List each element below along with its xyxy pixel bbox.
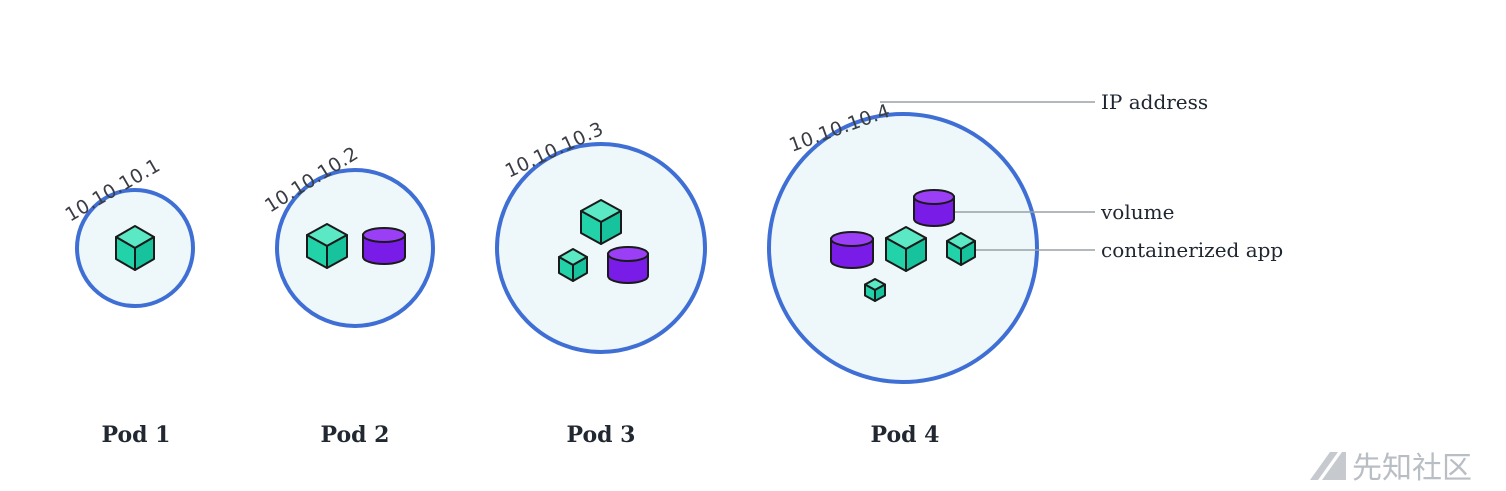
pod-3-circle [495, 142, 707, 354]
pod-4: 10.10.10.4 Pod 4 [767, 100, 1039, 448]
pod-4-volume-cylinder-icon-2 [830, 231, 874, 269]
pod-4-small-app-cube-icon [946, 232, 976, 266]
pod-3-small-app-cube-icon [558, 248, 588, 282]
pod-2: 10.10.10.2 Pod 2 [261, 143, 435, 448]
pod-2-app-cube-icon [306, 223, 348, 269]
legend-containerized-app: containerized app [1101, 238, 1283, 262]
pod-4-app-cube-icon [885, 226, 927, 272]
pod-4-label: Pod 4 [871, 422, 940, 448]
legend-ip-address: IP address [1101, 90, 1208, 114]
pod-2-volume-cylinder-icon [362, 227, 406, 265]
pod-1-label: Pod 1 [102, 422, 171, 448]
pod-3-label: Pod 3 [567, 422, 636, 448]
pod-1: 10.10.10.1 Pod 1 [62, 154, 195, 448]
legend-volume: volume [1100, 200, 1174, 224]
watermark: 先知社区 [1310, 451, 1472, 486]
pod-4-tiny-app-cube-icon [864, 278, 886, 302]
pod-3-volume-cylinder-icon [607, 246, 649, 284]
pod-2-circle [275, 168, 435, 328]
pod-3-app-cube-icon [580, 199, 622, 245]
pod-3: 10.10.10.3 Pod 3 [495, 118, 707, 448]
pod-4-volume-cylinder-icon [913, 189, 955, 227]
pod-2-label: Pod 2 [321, 422, 390, 448]
pod-1-app-cube-icon [115, 225, 155, 271]
watermark-logo-icon [1310, 452, 1346, 480]
watermark-text: 先知社区 [1352, 451, 1472, 486]
